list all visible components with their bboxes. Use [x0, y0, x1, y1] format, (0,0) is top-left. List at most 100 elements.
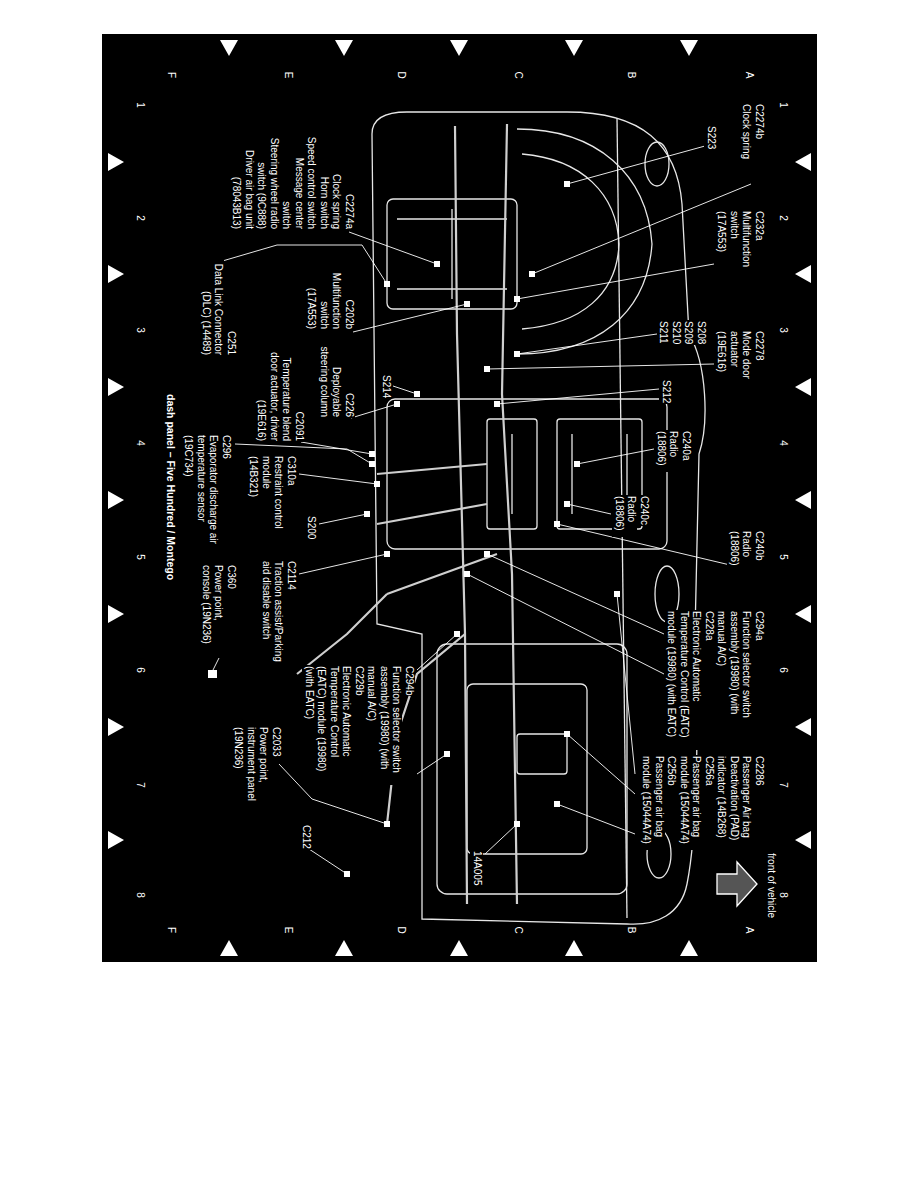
- label-group: 3: [134, 318, 147, 342]
- grid-reference: 3: [134, 326, 147, 334]
- callout-label: C2278: [753, 330, 766, 361]
- callout-label: Radio (18806): [655, 430, 680, 472]
- grid-reference: C: [512, 925, 525, 934]
- label-group: C2091Temperature blend door actuator, dr…: [255, 342, 305, 442]
- callout-label: C2033: [270, 726, 283, 757]
- label-group: 7: [777, 773, 790, 797]
- callout-label: Passenger air bag module (15044A74): [640, 755, 665, 850]
- callout-label: Data Link Connector (DLC) (14489): [200, 256, 225, 356]
- callout-label: C256b: [665, 755, 678, 786]
- grid-reference: E: [282, 71, 295, 80]
- callout-label: C251: [225, 330, 238, 356]
- diagram-title: dash panel – Five Hundred / Montego: [164, 394, 177, 580]
- callout-label: Radio (18806): [728, 530, 753, 572]
- label-group: C: [512, 918, 525, 942]
- callout-label: C240c: [638, 495, 651, 526]
- callout-label: C294b: [403, 665, 416, 696]
- label-group: 5: [777, 545, 790, 569]
- callout-label: S209: [682, 320, 695, 345]
- rotated-sheet: 1234567812345678ABCDEFABCDEFC2274bClock …: [102, 34, 817, 962]
- label-group: C2274bClock spring: [740, 103, 765, 183]
- grid-reference: F: [165, 71, 178, 79]
- border-triangles: [108, 40, 811, 956]
- callout-label: Passenger Air bag Deactivation (PAD) ind…: [715, 755, 753, 850]
- label-group: C232aMultifunction switch (17A553): [715, 210, 765, 275]
- label-group: C360Power point, console (19N236): [200, 564, 238, 654]
- callout-label: front of vehicle: [765, 852, 778, 919]
- label-group: C202bMultifunction switch (17A553): [305, 260, 355, 330]
- grid-reference: 8: [777, 891, 790, 899]
- grid-reference: A: [743, 926, 756, 935]
- callout-label: C240a: [680, 430, 693, 461]
- label-group: C2278Mode door actuator (19E616): [715, 330, 765, 385]
- grid-reference: 5: [777, 553, 790, 561]
- label-group: E: [282, 918, 295, 942]
- grid-reference: B: [625, 926, 638, 935]
- grid-reference: 8: [134, 891, 147, 899]
- label-group: A: [743, 918, 756, 942]
- callout-label: Function selector switch assembly (19980…: [715, 610, 753, 750]
- grid-reference: 6: [777, 666, 790, 674]
- label-group: C212: [300, 824, 313, 854]
- callout-label: Multifunction switch (17A553): [305, 260, 343, 330]
- label-group: A: [743, 63, 756, 87]
- grid-reference: 1: [134, 101, 147, 109]
- callout-label: C2286: [753, 755, 766, 786]
- grid-reference: 7: [777, 781, 790, 789]
- label-group: D: [395, 63, 408, 87]
- callout-label: C232a: [753, 210, 766, 241]
- label-group: C2033Power point, instrument panel (19N2…: [232, 726, 282, 826]
- callout-label: C2274a: [343, 193, 356, 230]
- grid-reference: 3: [777, 326, 790, 334]
- label-group: C296Evaporator discharge air temperature…: [182, 434, 232, 554]
- label-group: S200: [305, 515, 318, 545]
- label-group: C294bFunction selector switch assembly (…: [303, 665, 416, 785]
- wire-harness: [297, 124, 517, 904]
- callout-label: S212: [660, 379, 673, 404]
- callout-label: Electronic Automatic Temperature Control…: [665, 610, 703, 750]
- label-group: F: [165, 918, 178, 942]
- callout-label: Driver air bag unit (78043B13): [230, 130, 255, 230]
- callout-label: Electronic Automatic Temperature Control…: [303, 665, 353, 785]
- front-arrow: [717, 862, 757, 906]
- grid-reference: D: [395, 70, 408, 79]
- label-group: C226Deployable steering column: [318, 340, 356, 418]
- callout-label: C212: [300, 824, 313, 850]
- callout-label: S223: [705, 125, 718, 150]
- label-group: E: [282, 63, 295, 87]
- callout-label: Steering wheel radio switch (9C888): [255, 130, 280, 230]
- callout-label: S211: [657, 320, 670, 345]
- callout-label: C2274b: [753, 103, 766, 140]
- callout-label: C2114: [285, 560, 298, 591]
- label-group: 8: [134, 883, 147, 907]
- callout-label: Function selector switch assembly (19980…: [365, 665, 403, 785]
- label-group: B: [625, 918, 638, 942]
- grid-reference: E: [282, 926, 295, 935]
- label-group: 1: [134, 93, 147, 117]
- callout-label: Horn switch: [318, 176, 331, 230]
- callout-label: C228a: [703, 610, 716, 641]
- callout-label: Message center switch: [280, 130, 305, 230]
- callout-label: Multifunction switch (17A553): [715, 210, 753, 275]
- grid-reference: C: [512, 70, 525, 79]
- callout-label: C2091: [293, 411, 306, 442]
- label-group: 4: [777, 431, 790, 455]
- label-group: C310aRestraint control module (14B321): [247, 455, 297, 530]
- grid-reference: 2: [777, 214, 790, 222]
- grid-reference: 7: [134, 781, 147, 789]
- callout-label: S200: [305, 515, 318, 540]
- label-group: D: [395, 918, 408, 942]
- label-group: C240cRadio (18806): [613, 495, 651, 537]
- callout-label: Speed control switch: [305, 136, 318, 230]
- callout-label: Restraint control module (14B321): [247, 455, 285, 530]
- callout-label: S208: [695, 320, 708, 345]
- label-group: 7: [134, 773, 147, 797]
- callout-label: Power point, instrument panel (19N236): [232, 726, 270, 826]
- label-group: S214: [380, 374, 393, 404]
- callout-label: Radio (18806): [613, 495, 638, 537]
- callout-label: C202b: [343, 299, 356, 330]
- grid-reference: D: [395, 925, 408, 934]
- label-group: 14A005: [471, 850, 484, 890]
- grid-reference: 4: [134, 439, 147, 447]
- label-group: C294aFunction selector switch assembly (…: [665, 610, 765, 750]
